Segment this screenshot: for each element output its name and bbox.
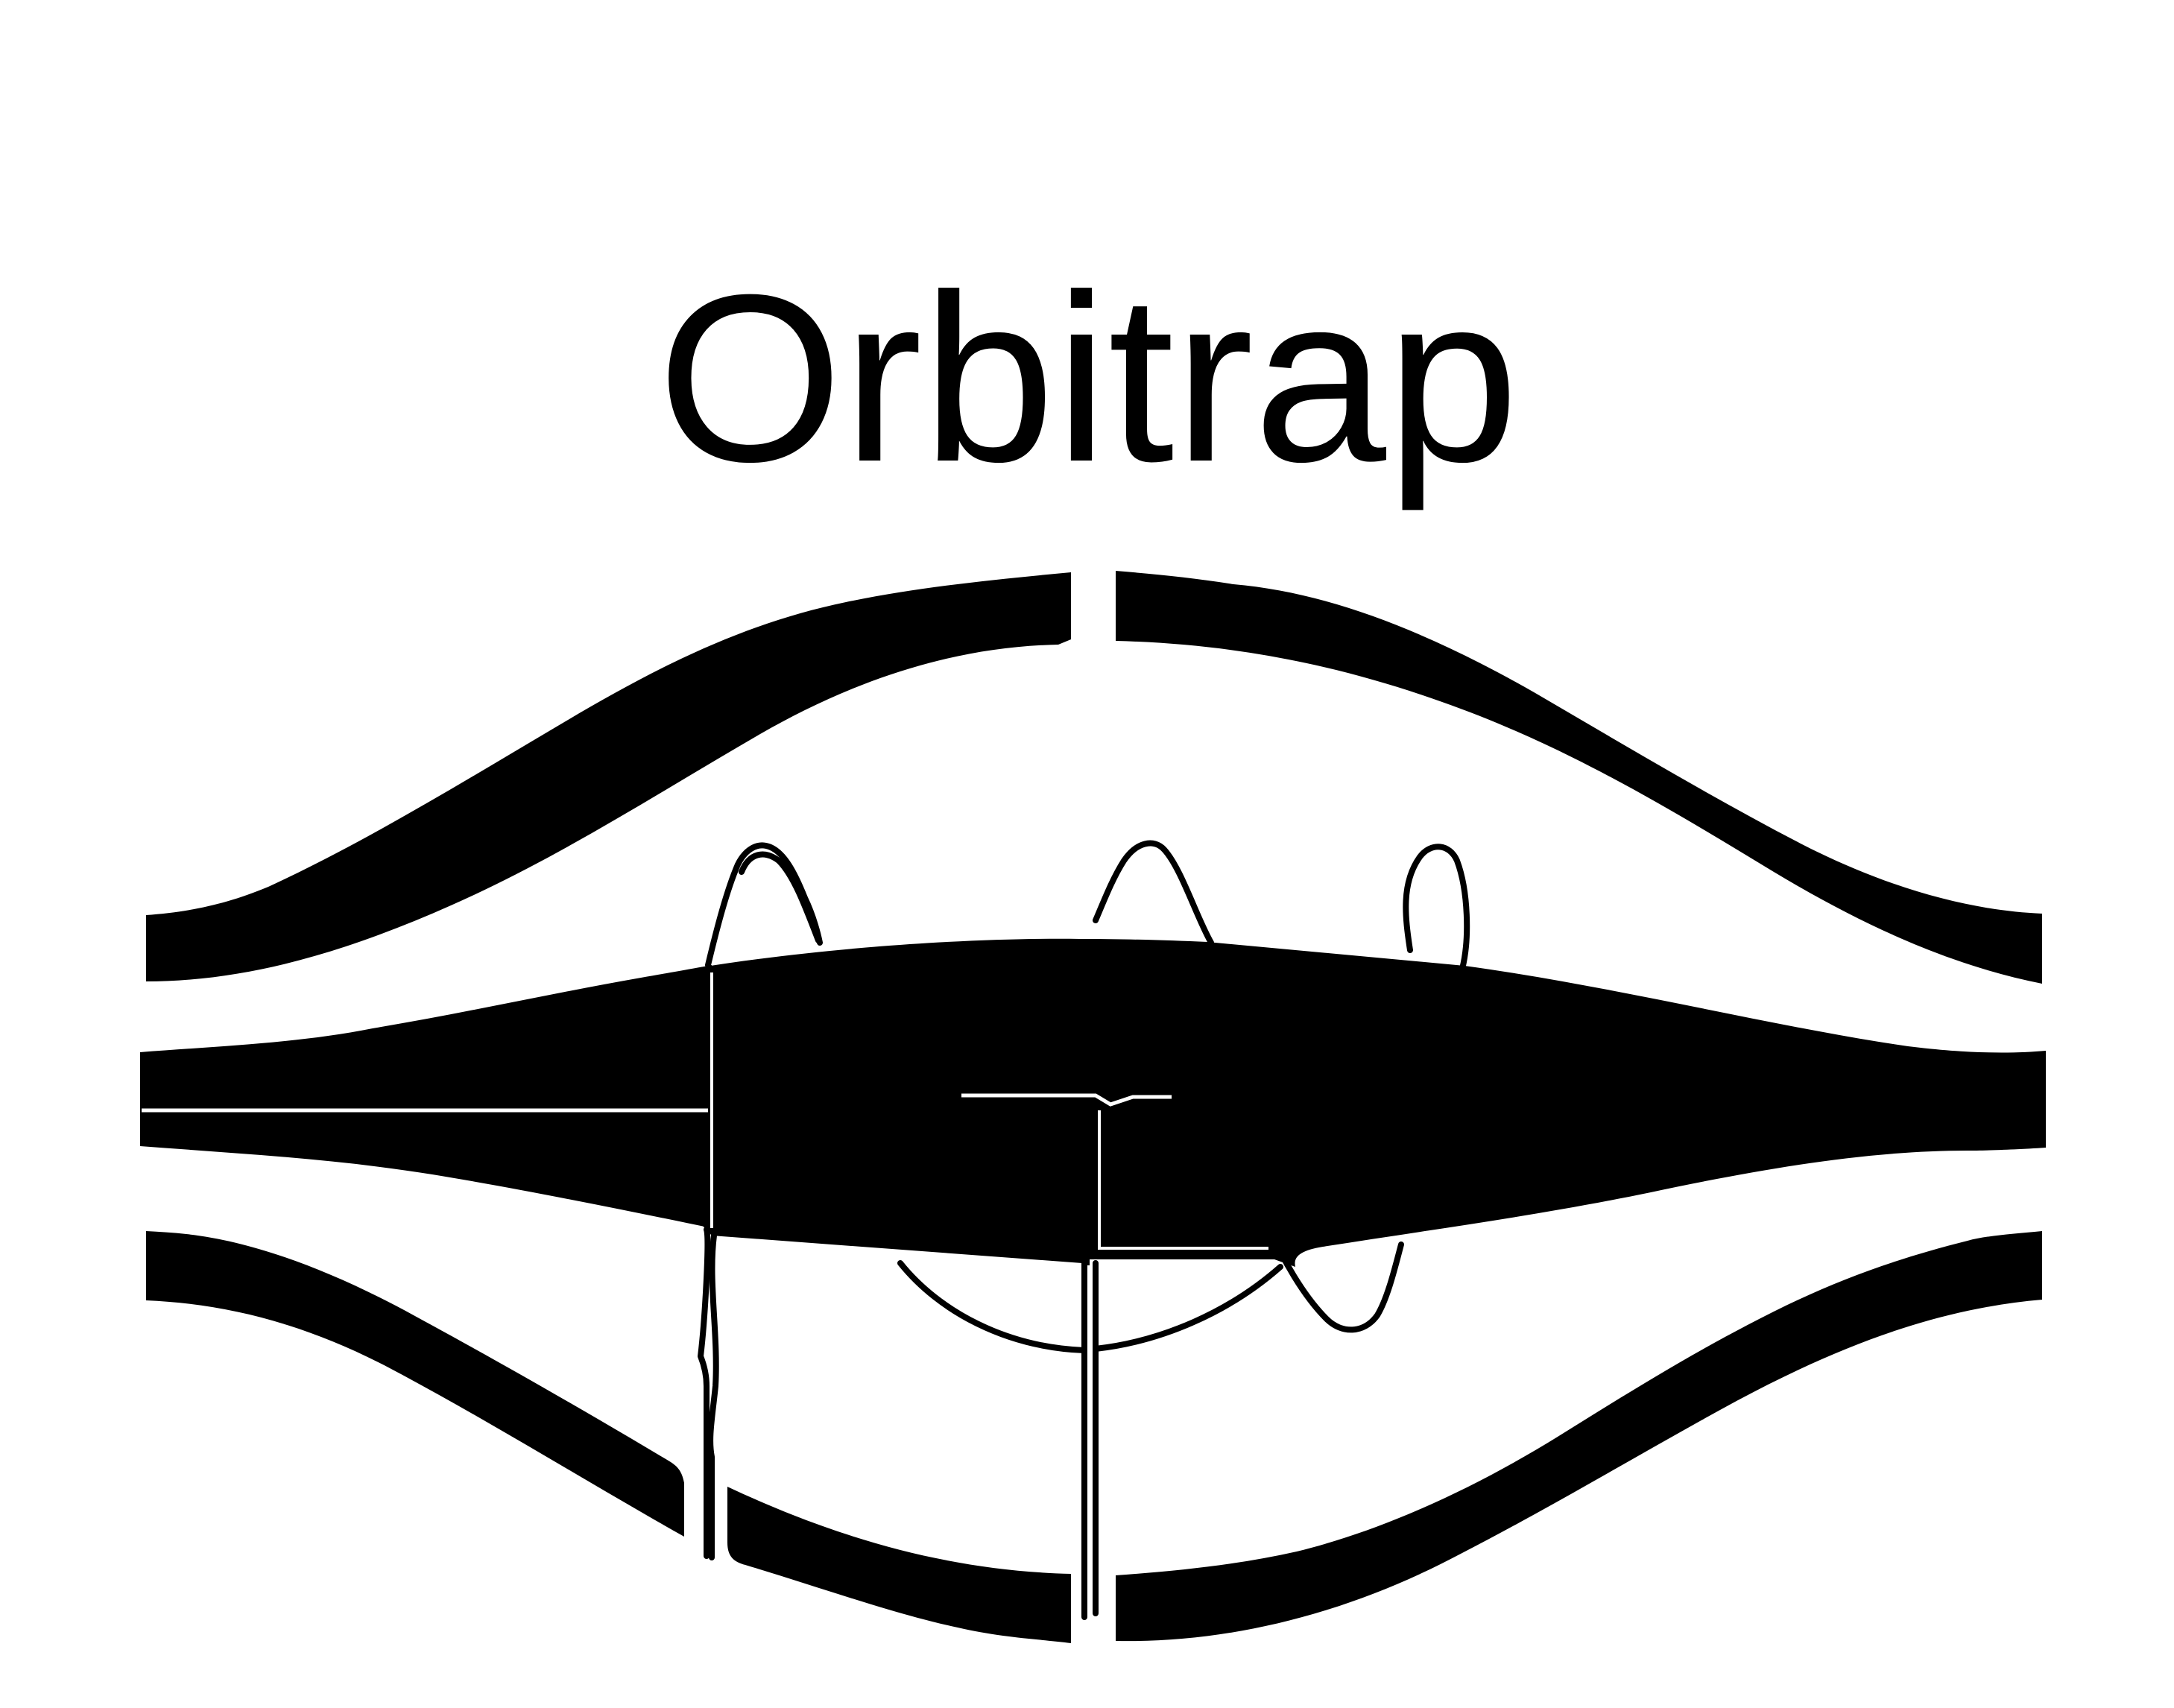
outer-electrode-lower-center-left (727, 1487, 1071, 1643)
ion-trajectory-center-loop (1093, 840, 1404, 1333)
spindle-inner-notch (1098, 1110, 1268, 1250)
inner-spindle-electrode (140, 965, 712, 1228)
ion-trajectory-left-loop (705, 842, 823, 968)
outer-electrode-lower-right (1116, 1231, 2042, 1642)
ion-trajectory-bottom-arc (897, 1260, 1283, 1353)
outer-electrode-lower-left (146, 1231, 684, 1537)
ion-trajectory-right-loop (1294, 844, 1470, 1195)
injection-rail-left (698, 1227, 711, 1559)
spindle-axis-line-center (961, 1093, 1172, 1107)
injection-rail-left-inner (707, 1233, 719, 1560)
inner-spindle-body (701, 938, 2046, 1267)
outer-electrode-upper-left (146, 572, 1071, 981)
outer-electrode-upper-right (1116, 571, 2042, 984)
injection-rail-center (1081, 1260, 1099, 1620)
diagram-title: Orbitrap (657, 244, 1519, 513)
ion-trajectory-center-left-loop (739, 851, 821, 943)
